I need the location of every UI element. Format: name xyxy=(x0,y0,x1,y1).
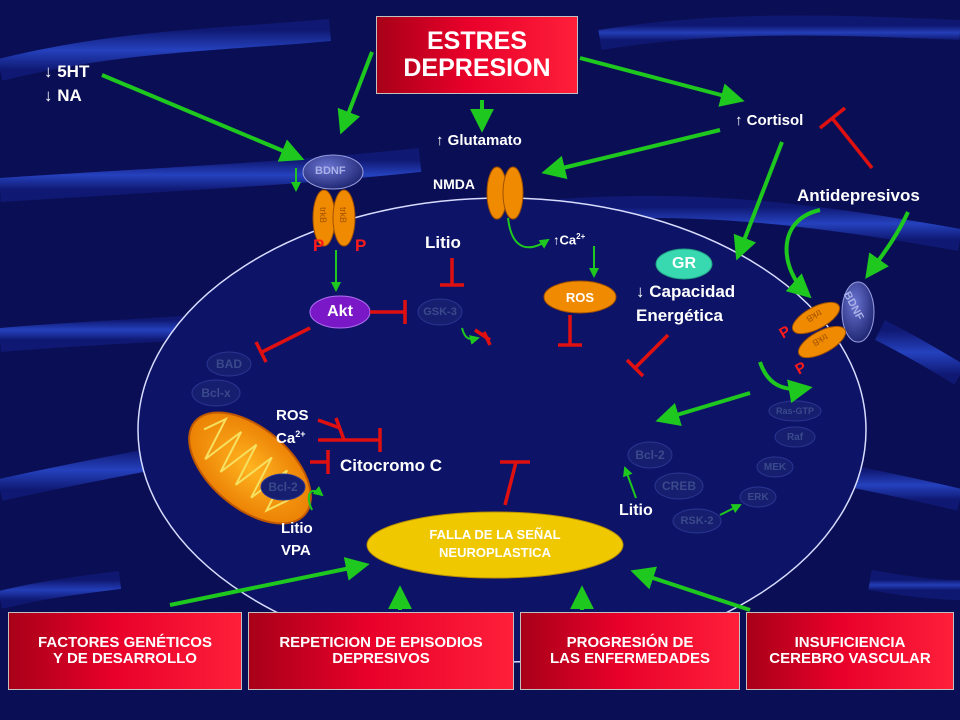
box-factores-geneticos: FACTORES GENÉTICOS Y DE DESARROLLO xyxy=(8,612,242,690)
bdnf-left-label: BDNF xyxy=(315,165,346,177)
label-litio-vpa-1: Litio xyxy=(281,520,313,537)
box4-line1: INSUFICIENCIA xyxy=(794,633,906,651)
label-litio-bottom: Litio xyxy=(619,502,653,519)
p-left-2: P xyxy=(355,236,367,255)
trkb-left-label-1: trkB xyxy=(318,206,329,224)
title-box: ESTRES DEPRESION xyxy=(376,16,578,94)
label-capacidad-1: ↓ Capacidad xyxy=(636,282,736,301)
label-antidepresivos: Antidepresivos xyxy=(797,186,920,205)
raf-label: Raf xyxy=(786,431,804,443)
label-ca-mito: Ca2+ xyxy=(276,429,305,447)
falla-line1: FALLA DE LA SEÑAL xyxy=(429,527,561,542)
box-repeticion-episodios: REPETICION DE EPISODIOS DEPRESIVOS xyxy=(248,612,514,690)
label-cortisol: ↑ Cortisol xyxy=(735,112,804,129)
bcl2-right-label: Bcl-2 xyxy=(635,448,665,462)
nmda-receptor-right xyxy=(502,166,524,220)
label-capacidad-2: Energética xyxy=(636,306,723,325)
box1-line1: FACTORES GENÉTICOS xyxy=(38,633,212,651)
label-citocromo: Citocromo C xyxy=(340,456,442,475)
ca-mito-text: Ca xyxy=(276,430,296,447)
inhibition-lines xyxy=(254,106,874,506)
box2-line2: DEPRESIVOS xyxy=(332,650,430,667)
box2-line1: REPETICION DE EPISODIOS xyxy=(279,633,483,651)
ca-mito-sup: 2+ xyxy=(295,429,306,439)
ros-pill-label: ROS xyxy=(565,289,595,305)
label-ros: ROS xyxy=(276,407,309,424)
falla-line2: NEUROPLASTICA xyxy=(439,545,551,560)
gr-label: GR xyxy=(672,255,696,272)
box-insuficiencia: INSUFICIENCIA CEREBRO VASCULAR xyxy=(746,612,954,690)
trkb-right-2 xyxy=(797,325,847,359)
box3-line1: PROGRESIÓN DE xyxy=(566,633,694,651)
gsk-label: GSK-3 xyxy=(423,306,457,318)
ras-label: Ras-GTP xyxy=(775,406,814,416)
label-litio-top: Litio xyxy=(425,233,461,252)
label-litio-vpa-2: VPA xyxy=(281,542,311,559)
bdnf-right-shape xyxy=(841,281,875,343)
gr-shape xyxy=(655,248,713,280)
bclx-label: Bcl-x xyxy=(201,386,231,400)
label-ca: ↑Ca2+ xyxy=(553,232,585,247)
trkb-right-1 xyxy=(791,301,841,335)
background-bands xyxy=(0,15,960,609)
akt-label: Akt xyxy=(327,303,353,320)
trkb-left-2 xyxy=(332,189,356,247)
bad-label: BAD xyxy=(216,357,242,371)
activation-arrows-thin xyxy=(291,168,742,516)
mek-label: MEK xyxy=(763,461,787,473)
label-5ht: ↓ 5HT xyxy=(44,62,90,81)
ca-sup: 2+ xyxy=(576,232,586,241)
erk-label: ERK xyxy=(747,491,769,503)
label-na: ↓ NA xyxy=(44,86,82,105)
trkb-left-label-2: trkB xyxy=(338,206,349,224)
bdnf-left-shape xyxy=(302,154,364,190)
activation-arrows xyxy=(101,51,910,612)
ca-text: ↑Ca xyxy=(553,232,577,248)
label-nmda: NMDA xyxy=(433,176,475,192)
box3-line2: LAS ENFERMEDADES xyxy=(549,650,710,667)
p-left-1: P xyxy=(313,236,325,255)
creb-label: CREB xyxy=(661,479,696,493)
title-line2: DEPRESION xyxy=(403,54,551,82)
box-progresion: PROGRESIÓN DE LAS ENFERMEDADES xyxy=(520,612,740,690)
falla-shape xyxy=(366,511,624,579)
bcl2-left-label: Bcl-2 xyxy=(268,480,298,494)
box4-line2: CEREBRO VASCULAR xyxy=(769,650,931,667)
rsk-label: RSK-2 xyxy=(680,515,714,527)
label-glutamato: ↑ Glutamato xyxy=(436,132,522,149)
ros-shape xyxy=(543,280,617,314)
title-line1: ESTRES xyxy=(426,26,528,55)
box1-line2: Y DE DESARROLLO xyxy=(53,650,197,667)
